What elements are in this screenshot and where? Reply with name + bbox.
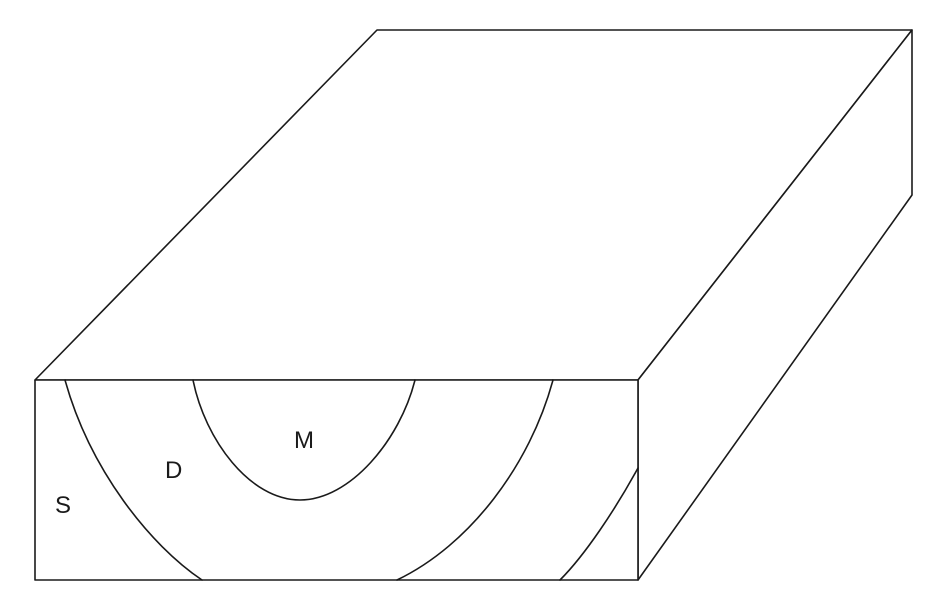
inner-fold-boundary [192, 379, 416, 501]
block-front-face [34, 379, 639, 581]
zone-label-d: D [165, 457, 182, 484]
outer-fold-boundary-right [396, 379, 554, 581]
zone-label-m: M [294, 427, 314, 454]
outer-fold-boundary [64, 379, 203, 581]
zone-label-s: S [55, 492, 71, 519]
right-layer-boundary [559, 467, 639, 581]
